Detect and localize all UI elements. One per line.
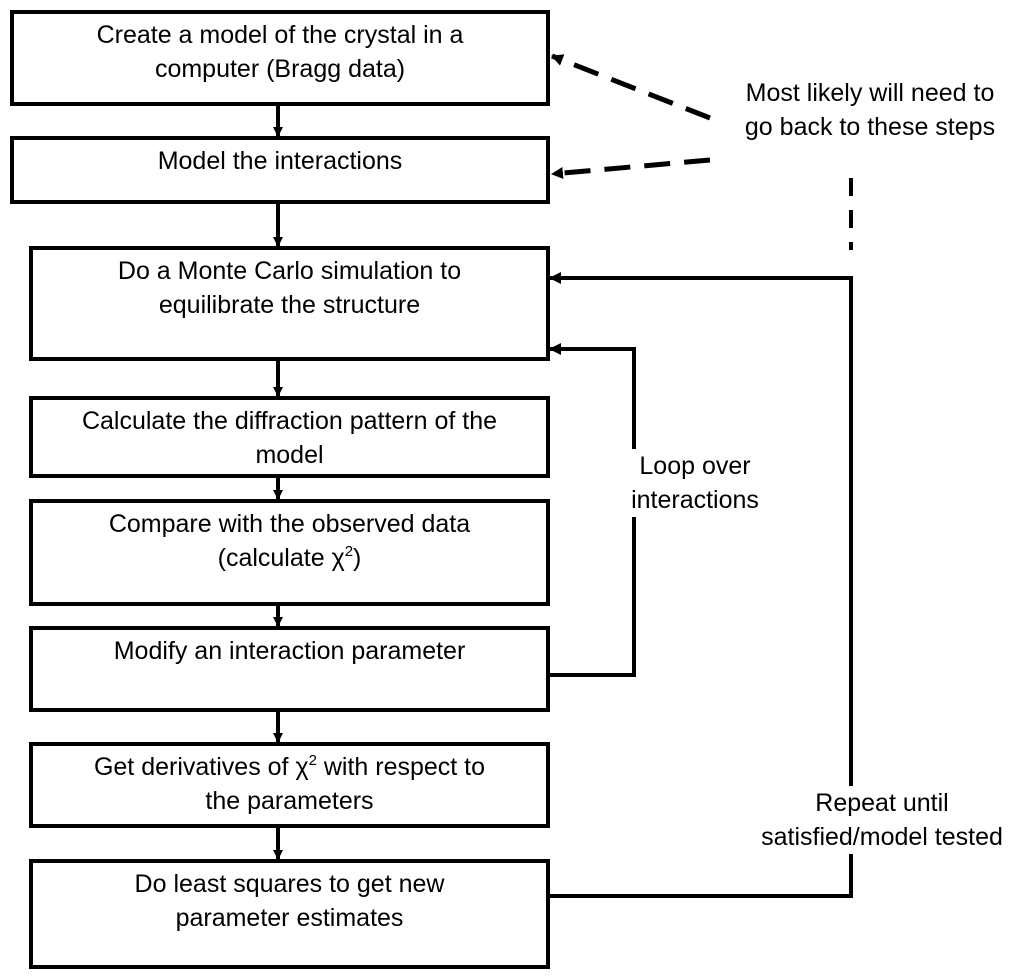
note-go-back: Most likely will need to go back to thes…	[720, 76, 1020, 144]
step-compare-data: Compare with the observed data (calculat…	[29, 499, 550, 606]
note-loop-over-interactions: Loop over interactions	[600, 449, 790, 517]
repeat-until-satisfied-connector	[548, 272, 853, 898]
chi-exponent: 2	[344, 543, 354, 560]
step-text-line: the parameters	[205, 787, 374, 815]
step-text-line: Create a model of the crystal in a	[96, 21, 464, 49]
step-text-line: equilibrate the structure	[158, 291, 421, 319]
step-text-line-chi: Get derivatives of χ2 with respect to	[33, 750, 546, 784]
step-text-line: model	[255, 441, 324, 469]
note-text-line: go back to these steps	[744, 113, 996, 141]
note-text-line: Most likely will need to	[745, 79, 995, 107]
step-get-derivatives: Get derivatives of χ2 with respect to th…	[29, 742, 550, 828]
step-model-interactions: Model the interactions	[10, 136, 550, 204]
step-text-line: Modify an interaction parameter	[113, 637, 466, 665]
chi-suffix: )	[353, 544, 362, 572]
step-diffraction-pattern: Calculate the diffraction pattern of the…	[29, 396, 550, 478]
step-text-line: Compare with the observed data	[108, 510, 471, 538]
note-text-line: Loop over	[639, 452, 751, 480]
step-text-line: Do a Monte Carlo simulation to	[117, 257, 462, 285]
chi-symbol: χ	[331, 544, 345, 572]
chi-prefix: Get derivatives of	[93, 753, 296, 781]
note-text-line: interactions	[631, 486, 759, 514]
note-repeat-until-satisfied: Repeat until satisfied/model tested	[740, 786, 1024, 854]
step-text-line: Do least squares to get new	[134, 870, 445, 898]
go-back-dashed-arrow-step1	[551, 53, 711, 121]
step-text-line: parameter estimates	[175, 904, 404, 932]
step-text-line: Calculate the diffraction pattern of the	[81, 407, 498, 435]
note-text-line: Repeat until	[815, 789, 949, 817]
step-create-model: Create a model of the crystal in a compu…	[10, 10, 550, 106]
step-modify-parameter: Modify an interaction parameter	[29, 626, 550, 712]
step-text-line-chi: (calculate χ2)	[33, 541, 546, 575]
chi-suffix: with respect to	[316, 753, 486, 781]
step-text-line: computer (Bragg data)	[154, 55, 406, 83]
chi-prefix: (calculate	[217, 544, 332, 572]
step-text-line: Model the interactions	[157, 147, 403, 175]
chi-symbol: χ	[295, 753, 309, 781]
note-text-line: satisfied/model tested	[761, 823, 1003, 851]
chi-exponent: 2	[308, 752, 317, 769]
step-least-squares: Do least squares to get new parameter es…	[29, 859, 550, 969]
go-back-dashed-arrow-step2	[551, 157, 711, 180]
step-monte-carlo: Do a Monte Carlo simulation to equilibra…	[29, 246, 550, 361]
